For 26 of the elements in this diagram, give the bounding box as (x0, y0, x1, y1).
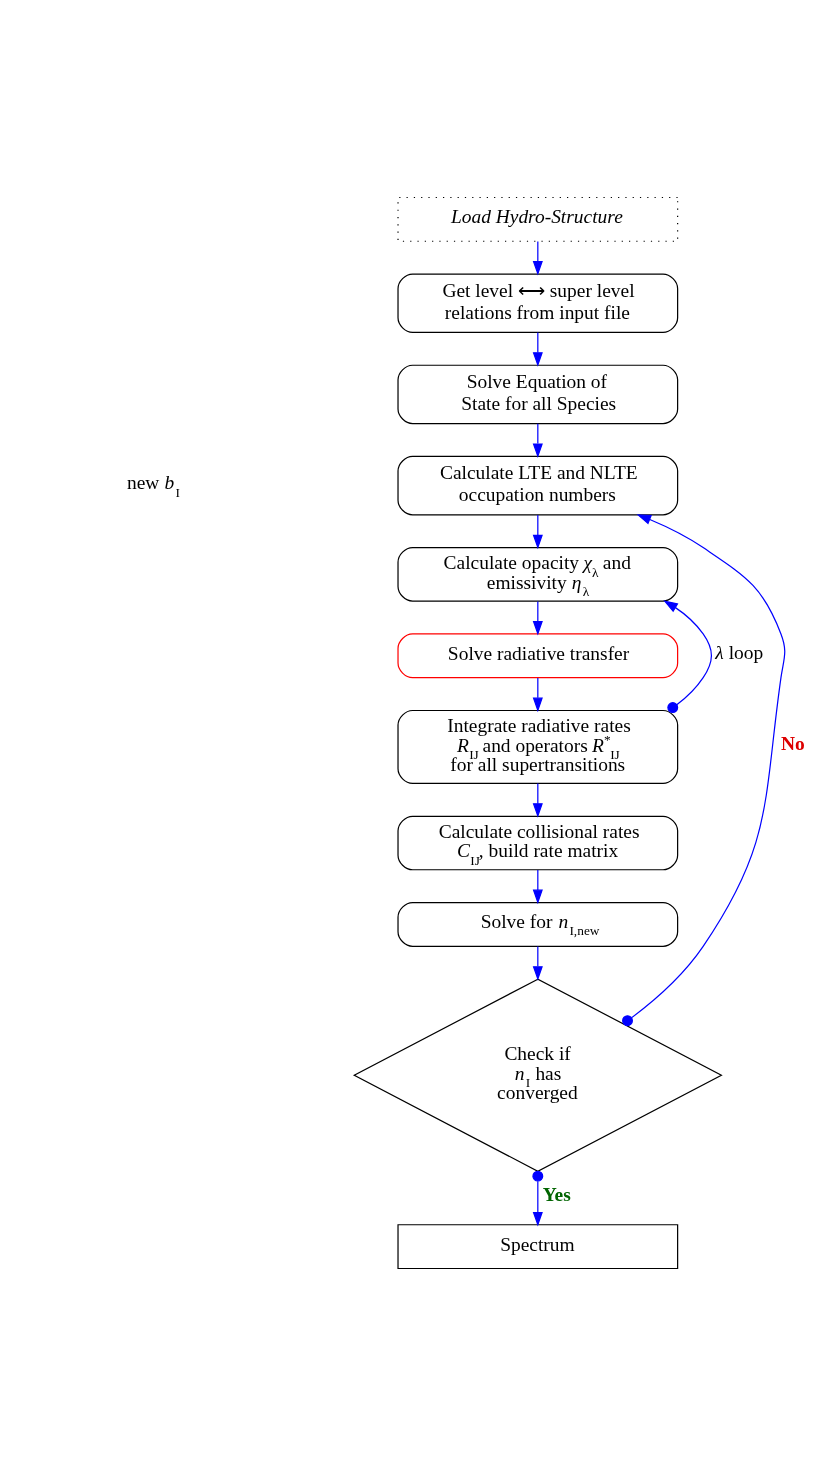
node-box: Load Hydro-Structure (396, 196, 678, 242)
arrow (532, 331, 543, 367)
arrow (532, 423, 543, 459)
node-box: Get level ⟷ super level relations from input file (396, 273, 678, 334)
node-box: Spectrum (396, 1224, 678, 1270)
arrow (532, 869, 543, 905)
label: new b$_{I}$ (126, 472, 180, 500)
node-box: Calculate collisional rates C$_{IJ}$, build rate matrix (396, 815, 678, 871)
arrow (531, 1170, 543, 1227)
node-diamond: Check if n$_{I}$ has converged (352, 978, 723, 1172)
node-box: Solve for n$_{I,new}$ (396, 902, 678, 947)
arrow (532, 677, 543, 713)
node-box: Solve radiative transfer (396, 633, 678, 679)
arrow (532, 946, 543, 981)
arrow (662, 600, 712, 713)
node-box: Calculate LTE and NLTE occupation numbers (396, 455, 678, 516)
edge-label: λ loop (714, 642, 763, 664)
edge-label: Yes (542, 1184, 571, 1206)
node-box: Calculate opacity χ$_{λ}$ and emissivity η$_{λ}$ (396, 547, 678, 602)
arrow (532, 600, 543, 636)
arrow (621, 514, 785, 1027)
arrow (532, 240, 543, 276)
arrow (532, 782, 543, 818)
edge-label: No (780, 733, 805, 755)
arrow (532, 514, 543, 550)
node-box: Solve Equation of State for all Species (396, 364, 678, 425)
